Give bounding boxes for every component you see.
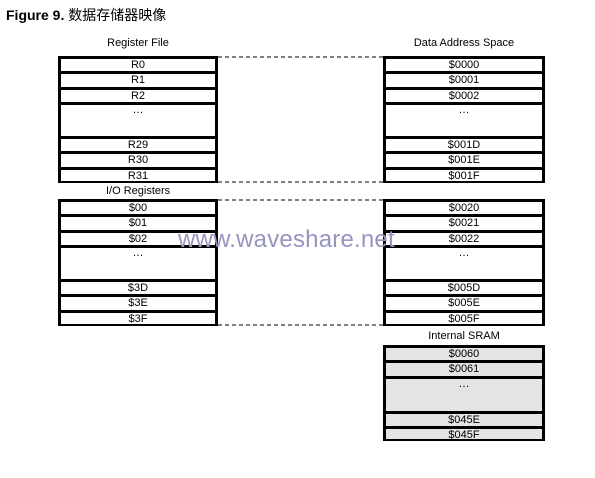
address-register-ellipsis: … xyxy=(386,105,542,136)
address-0000: $0000 xyxy=(386,59,542,71)
io-ellipsis: … xyxy=(61,248,215,279)
address-0021: $0021 xyxy=(386,217,542,230)
io-01: $01 xyxy=(61,217,215,230)
data-address-space-heading: Data Address Space xyxy=(413,37,515,49)
register-r31: R31 xyxy=(61,170,215,181)
register-file-heading: Register File xyxy=(107,37,169,49)
sram-ellipsis: … xyxy=(386,379,542,411)
address-io-range-block: $0020 $0021 $0022 … $005D $005E $005F xyxy=(383,199,545,326)
register-r0: R0 xyxy=(61,59,215,71)
address-001d: $001D xyxy=(386,139,542,151)
figure-label: Figure 9. xyxy=(6,7,65,23)
io-registers-block: $00 $01 $02 … $3D $3E $3F xyxy=(58,199,218,326)
address-005d: $005D xyxy=(386,282,542,294)
address-0001: $0001 xyxy=(386,74,542,87)
register-r29: R29 xyxy=(61,139,215,151)
address-001e: $001E xyxy=(386,154,542,167)
io-02: $02 xyxy=(61,233,215,245)
io-3d: $3D xyxy=(61,282,215,294)
watermark-text: www.waveshare.net xyxy=(178,226,395,253)
address-005f: $005F xyxy=(386,313,542,324)
address-0022: $0022 xyxy=(386,233,542,245)
register-r30: R30 xyxy=(61,154,215,167)
register-ellipsis: … xyxy=(61,105,215,136)
address-005e: $005E xyxy=(386,297,542,310)
figure-caption: 数据存储器映像 xyxy=(68,7,167,23)
sram-0060: $0060 xyxy=(386,348,542,360)
sram-045f: $045F xyxy=(386,429,542,439)
sram-045e: $045E xyxy=(386,414,542,426)
register-file-block: R0 R1 R2 … R29 R30 R31 xyxy=(58,56,218,183)
internal-sram-block: $0060 $0061 … $045E $045F xyxy=(383,345,545,441)
address-io-ellipsis: … xyxy=(386,248,542,279)
address-register-range-block: $0000 $0001 $0002 … $001D $001E $001F xyxy=(383,56,545,183)
register-r1: R1 xyxy=(61,74,215,87)
io-3e: $3E xyxy=(61,297,215,310)
register-r2: R2 xyxy=(61,90,215,102)
internal-sram-heading: Internal SRAM xyxy=(428,330,500,342)
sram-0061: $0061 xyxy=(386,363,542,376)
address-001f: $001F xyxy=(386,170,542,181)
address-0002: $0002 xyxy=(386,90,542,102)
io-registers-heading: I/O Registers xyxy=(106,185,171,197)
figure-title: Figure 9. 数据存储器映像 xyxy=(6,5,166,25)
io-00: $00 xyxy=(61,202,215,214)
address-0020: $0020 xyxy=(386,202,542,214)
io-3f: $3F xyxy=(61,313,215,324)
